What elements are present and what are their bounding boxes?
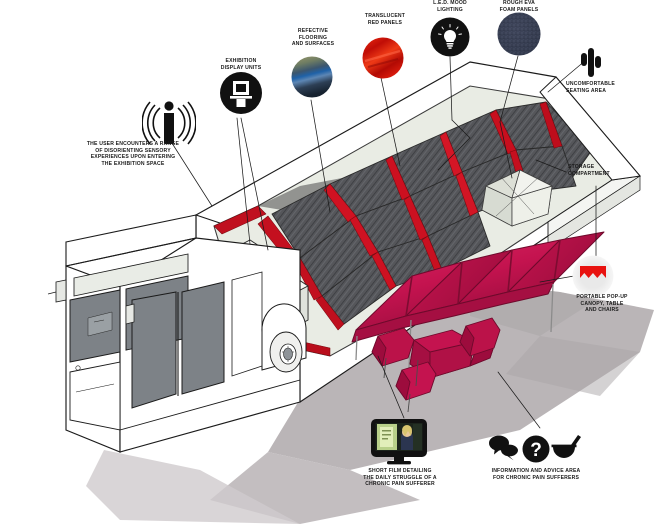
cactus-icon — [581, 48, 601, 77]
annotation-label-translucent-red-panels: TRANSLUCENT RED PANELS — [364, 13, 406, 26]
uncomfortable-seating-3d — [539, 76, 641, 181]
foam-texture-swatch — [497, 12, 541, 56]
annotation-label-led-mood-lighting: L.E.D. MOOD LIGHTING — [433, 0, 467, 13]
popup-canopy-assembly — [351, 231, 605, 413]
annotation-label-rough-eva-foam-panels: ROUGH EVA FOAM PANELS — [499, 0, 539, 13]
annotation-label-sensory-experience: THE USER ENCOUNTERS A RANGE OF DISORIENT… — [86, 141, 180, 168]
storage-compartment-3d — [547, 175, 641, 251]
ground-shadow — [86, 282, 654, 524]
lightbulb-icon — [430, 17, 470, 57]
display-plinth-icon — [220, 72, 262, 114]
annotation-label-information-advice: INFORMATION AND ADVICE AREA FOR CHRONIC … — [491, 468, 581, 481]
speech-question-mortar-icons: ? — [488, 435, 581, 463]
annotation-label-uncomfortable-seating: UNCOMFORTABLE SEATING AREA — [566, 81, 615, 94]
person-sensory-waves-icon — [142, 101, 196, 145]
annotation-label-short-film: SHORT FILM DETAILING THE DAILY STRUGGLE … — [363, 468, 437, 488]
leader-lines — [169, 55, 597, 429]
bus-front-cab — [47, 214, 307, 453]
svg-text:?: ? — [530, 440, 542, 461]
annotation-label-exhibition-display-units: EXHIBITION DISPLAY UNITS — [220, 58, 262, 71]
annotation-label-storage-compartment: STORAGE COMPARTMENT — [568, 164, 610, 177]
annotation-label-reflective-flooring: REFECTIVE FLOORING AND SURFACES — [291, 28, 335, 48]
iridescent-material-swatch — [291, 56, 333, 98]
canopy-tent-icon — [572, 255, 614, 297]
front-wheel — [261, 303, 307, 373]
red-panel-material-swatch — [362, 37, 404, 79]
annotation-label-portable-canopy: PORTABLE POP-UP CANOPY, TABLE AND CHAIRS — [576, 294, 628, 314]
monitor-video-icon — [371, 419, 427, 465]
